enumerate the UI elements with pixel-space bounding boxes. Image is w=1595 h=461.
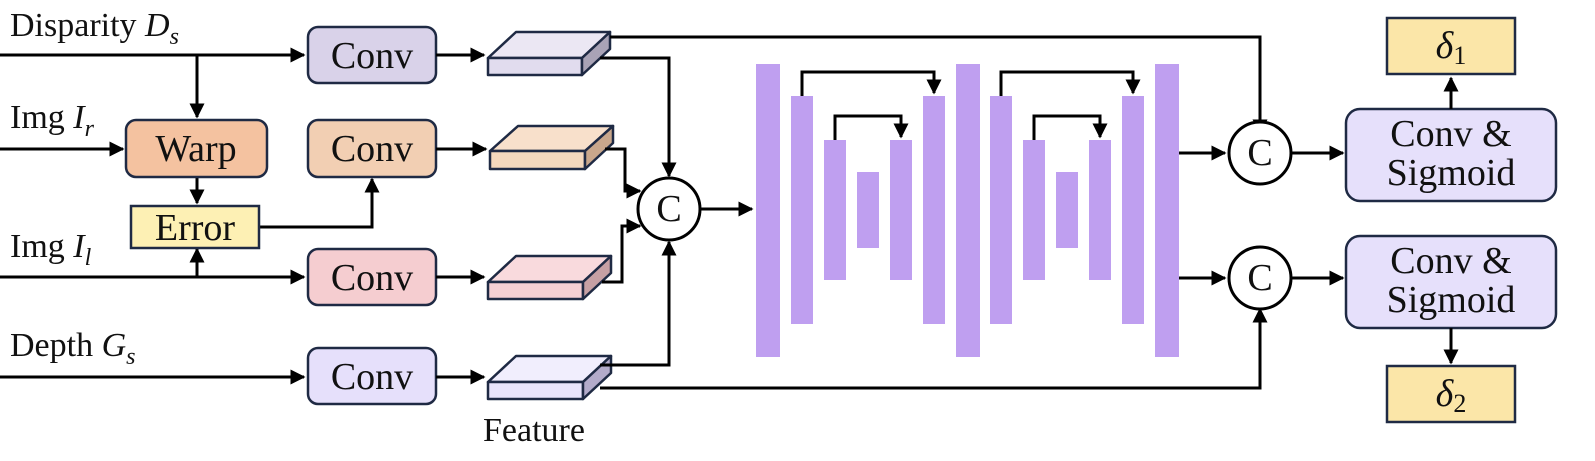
output-delta2-box [1385, 364, 1517, 424]
label-depth: Depth Gs [10, 327, 136, 370]
output-delta1-label: δ1 [1436, 25, 1467, 70]
error-box [129, 204, 261, 250]
conv-disparity-label: Conv [331, 35, 413, 77]
unet-skip-connections [800, 70, 1141, 140]
head-top-line2: Sigmoid [1387, 152, 1516, 194]
output-delta1-box [1385, 16, 1517, 76]
concat-main-label: C [656, 188, 681, 230]
feature-concat-wires [600, 35, 1268, 390]
feature-disparity [486, 30, 612, 77]
output-delta2-label: δ2 [1436, 373, 1467, 418]
warp-label: Warp [155, 128, 236, 170]
feature-img-r [488, 124, 615, 171]
label-img-l: Img Il [10, 228, 92, 271]
conv-feature-wires [436, 47, 488, 385]
conv-img-r-label: Conv [331, 128, 413, 170]
concat-top-label: C [1247, 132, 1272, 174]
head-bottom-line1: Conv & [1390, 240, 1511, 282]
unet [756, 64, 1179, 357]
conv-img-l-label: Conv [331, 257, 413, 299]
error-label: Error [155, 207, 236, 249]
label-disparity: Disparity Ds [10, 7, 179, 50]
head-top-line1: Conv & [1390, 113, 1511, 155]
concat-bottom-label: C [1247, 257, 1272, 299]
label-img-r: Img Ir [10, 99, 95, 142]
feature-img-l [486, 254, 613, 301]
feature-depth [486, 354, 613, 401]
head-bottom-line2: Sigmoid [1387, 279, 1516, 321]
warp-box [124, 118, 269, 179]
feature-caption: Feature [483, 412, 585, 449]
conv-depth-label: Conv [331, 356, 413, 398]
input-wires [0, 47, 380, 385]
